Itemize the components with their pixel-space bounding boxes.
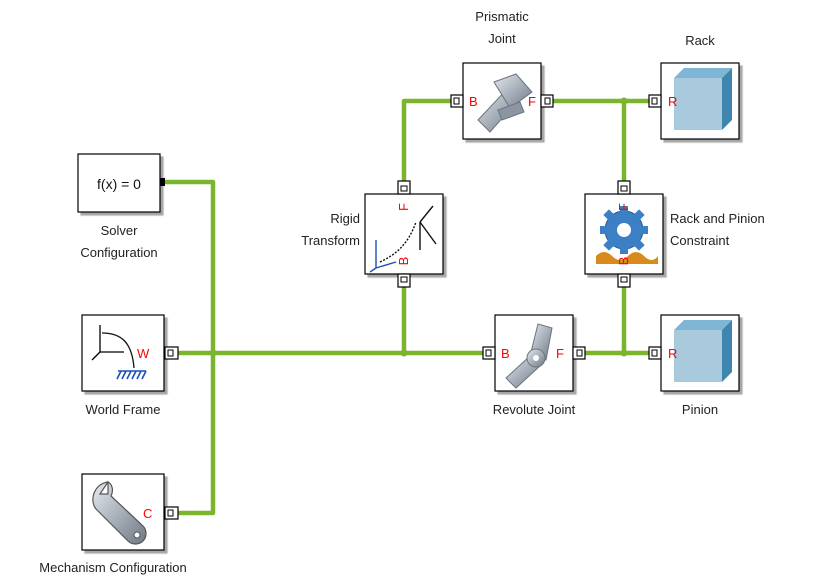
world-frame-label: World Frame [85, 402, 161, 417]
revolute-joint-icon [505, 323, 553, 389]
revolute-joint-label: Revolute Joint [492, 402, 576, 417]
connection-lines [165, 98, 651, 516]
world-frame-icon [91, 325, 135, 369]
revolute-port-right-label: F [556, 346, 564, 361]
solver-label: Solver Configuration [80, 220, 157, 264]
mechanism-configuration-block[interactable]: C [81, 473, 179, 551]
solver-label-line1: Solver [100, 223, 138, 238]
revolute-port-left[interactable] [482, 346, 496, 360]
solver-configuration-block[interactable]: f(x) = 0 [77, 153, 165, 213]
prismatic-joint-block[interactable]: B F [450, 62, 554, 140]
cube-icon [674, 320, 732, 382]
mechanism-port[interactable] [164, 506, 179, 520]
connection-rigid-prismatic[interactable] [401, 98, 451, 186]
rack-port-label: R [668, 94, 677, 109]
mechanism-configuration-label: Mechanism Configuration [39, 560, 187, 575]
ground-hatch-icon [116, 370, 147, 380]
mechanism-port-label: C [143, 506, 152, 521]
rackpinion-label-line2: Constraint [670, 233, 730, 248]
solver-label-line2: Configuration [80, 245, 158, 260]
pinion-label: Pinion [681, 402, 719, 417]
connection-mechanism[interactable] [178, 353, 216, 516]
rackpinion-label-line1: Rack and Pinion [670, 211, 765, 226]
connection-solver[interactable] [165, 179, 216, 353]
pinion-block[interactable]: R [648, 314, 740, 392]
revolute-port-right[interactable] [572, 346, 586, 360]
pinion-port-label: R [668, 346, 677, 361]
wrench-icon [92, 481, 147, 545]
revolute-port-left-label: B [501, 346, 510, 361]
frame-transform-icon [369, 205, 437, 273]
junction-dots [209, 97, 628, 357]
rigid-port-bottom[interactable] [397, 273, 411, 288]
rack-port[interactable] [648, 94, 662, 108]
revolute-joint-block[interactable]: B F [482, 314, 586, 392]
rackpinion-port-bottom-label: B [616, 257, 631, 266]
prismatic-joint-icon [477, 73, 533, 133]
world-port[interactable] [164, 346, 179, 360]
rigid-label-line2: Transform [301, 233, 360, 248]
rackpinion-port-bottom[interactable] [617, 273, 631, 288]
rackpinion-port-top[interactable] [617, 180, 631, 195]
rigid-port-top[interactable] [397, 180, 411, 195]
world-frame-block[interactable]: W [81, 314, 179, 392]
rigid-transform-label: Rigid Transform [301, 208, 360, 252]
rack-pinion-constraint-block[interactable]: F B [584, 180, 664, 288]
prismatic-port-right[interactable] [540, 94, 554, 108]
rack-label: Rack [685, 33, 715, 48]
rackpinion-port-top-label: F [616, 203, 631, 211]
pinion-port[interactable] [648, 346, 662, 360]
prismatic-label-line1: Prismatic [475, 9, 529, 24]
prismatic-port-left[interactable] [450, 94, 464, 108]
prismatic-label-line2: Joint [488, 31, 516, 46]
prismatic-joint-label: Prismatic Joint [475, 6, 528, 50]
rack-pinion-constraint-label: Rack and Pinion Constraint [670, 208, 765, 252]
prismatic-port-left-label: B [469, 94, 478, 109]
rigid-port-bottom-label: B [396, 257, 411, 266]
gear-rack-icon [596, 206, 658, 264]
rigid-port-top-label: F [396, 203, 411, 211]
rack-block[interactable]: R [648, 62, 740, 140]
solver-expression: f(x) = 0 [97, 176, 141, 192]
rigid-transform-block[interactable]: F B [364, 180, 444, 288]
rigid-label-line1: Rigid [330, 211, 360, 226]
prismatic-port-right-label: F [528, 94, 536, 109]
cube-icon [674, 68, 732, 130]
world-port-label: W [137, 346, 150, 361]
solver-port[interactable] [160, 178, 165, 186]
